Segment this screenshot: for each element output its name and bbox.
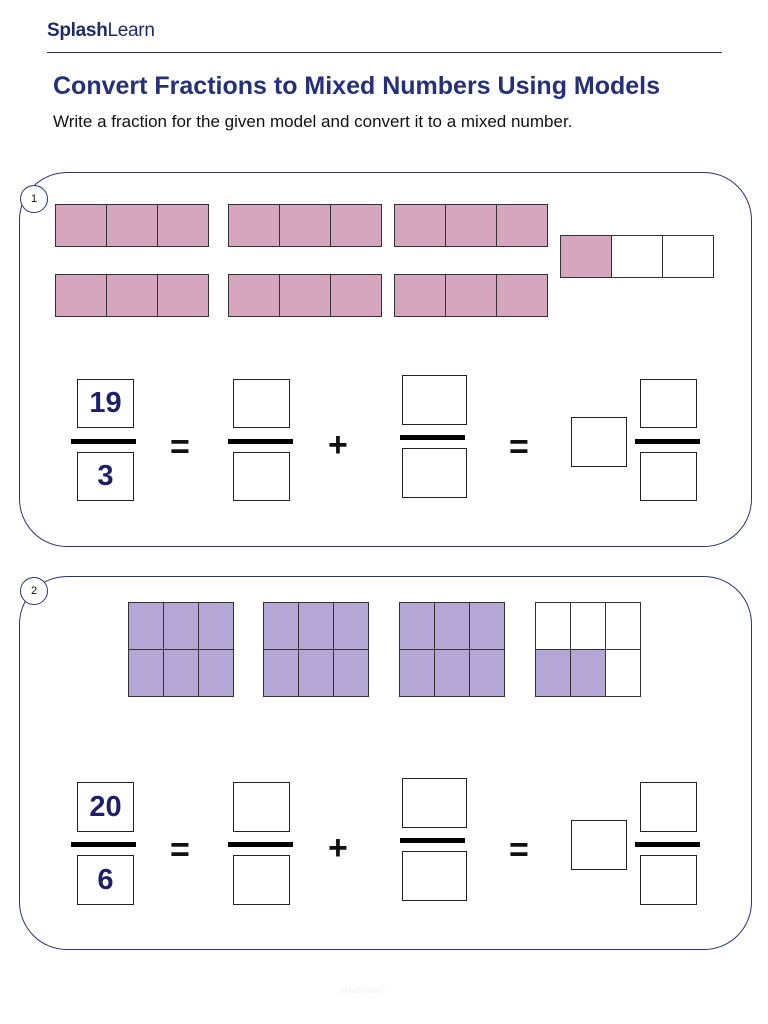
problem-2-mixed-denominator-box[interactable]: [640, 855, 697, 905]
problem-2-answer-box-denominator[interactable]: [233, 855, 290, 905]
problem-2-equals-sign: =: [170, 831, 190, 869]
shaded-sixth: [198, 649, 234, 697]
shaded-sixth: [434, 649, 470, 697]
shaded-sixth: [469, 649, 505, 697]
problem-1-fraction-bar: [71, 439, 136, 444]
shaded-third: [445, 204, 497, 247]
problem-2-answer-box-denominator-2[interactable]: [402, 851, 467, 901]
problem-1-plus-sign: +: [328, 426, 348, 464]
shaded-sixth: [263, 602, 299, 650]
unshaded-sixth: [605, 649, 641, 697]
shaded-third: [106, 274, 158, 317]
shaded-sixth: [163, 602, 199, 650]
shaded-sixth: [399, 649, 435, 697]
shaded-sixth: [163, 649, 199, 697]
problem-1-mixed-numerator-box[interactable]: [640, 379, 697, 428]
unshaded-sixth: [535, 602, 571, 650]
shaded-sixth: [469, 602, 505, 650]
shaded-third: [157, 274, 209, 317]
shaded-third: [228, 204, 280, 247]
problem-2-mixed-fraction-bar: [635, 842, 700, 847]
problem-2-answer-box-numerator-2[interactable]: [402, 778, 467, 828]
shaded-third: [560, 235, 612, 278]
shaded-sixth: [535, 649, 571, 697]
unshaded-sixth: [570, 602, 606, 650]
shaded-sixth: [128, 602, 164, 650]
problem-2-equals-sign-2: =: [509, 831, 529, 869]
shaded-third: [279, 204, 331, 247]
unshaded-third: [611, 235, 663, 278]
problem-2-number-badge: 2: [20, 577, 48, 605]
shaded-third: [55, 204, 107, 247]
unshaded-third: [662, 235, 714, 278]
problem-1-mixed-fraction-bar: [635, 439, 700, 444]
problem-1-answer-fraction-bar-2: [400, 435, 465, 440]
shaded-third: [106, 204, 158, 247]
shaded-sixth: [570, 649, 606, 697]
problem-2-mixed-numerator-box[interactable]: [640, 782, 697, 832]
shaded-sixth: [434, 602, 470, 650]
problem-2-given-denominator: 6: [77, 855, 134, 905]
shaded-third: [496, 204, 548, 247]
problem-2-fraction-bar: [71, 842, 136, 847]
problem-2-given-numerator: 20: [77, 782, 134, 832]
shaded-third: [445, 274, 497, 317]
problem-1-answer-box-denominator-2[interactable]: [402, 448, 467, 498]
problem-1-answer-box-numerator[interactable]: [233, 379, 290, 428]
problem-1-panel: [19, 172, 752, 547]
problem-2-answer-box-numerator[interactable]: [233, 782, 290, 832]
shaded-third: [157, 204, 209, 247]
problem-1-answer-box-denominator[interactable]: [233, 452, 290, 501]
problem-1-whole-number-box[interactable]: [571, 417, 627, 467]
header-divider: [47, 52, 722, 53]
shaded-sixth: [298, 602, 334, 650]
shaded-third: [330, 274, 382, 317]
page-title: Convert Fractions to Mixed Numbers Using…: [53, 72, 661, 100]
shaded-sixth: [198, 602, 234, 650]
shaded-third: [228, 274, 280, 317]
shaded-third: [496, 274, 548, 317]
problem-2-answer-fraction-bar-2: [400, 838, 465, 843]
problem-2-panel: [19, 576, 752, 950]
problem-2-whole-number-box[interactable]: [571, 820, 627, 870]
splashlearn-logo: SplashLearn: [47, 20, 155, 41]
shaded-sixth: [128, 649, 164, 697]
problem-2-answer-fraction-bar: [228, 842, 293, 847]
problem-1-number-badge: 1: [20, 185, 48, 213]
problem-1-given-numerator: 19: [77, 379, 134, 428]
shaded-sixth: [399, 602, 435, 650]
instructions: Write a fraction for the given model and…: [53, 112, 573, 131]
shaded-sixth: [333, 649, 369, 697]
problem-1-answer-fraction-bar: [228, 439, 293, 444]
shaded-third: [279, 274, 331, 317]
shaded-sixth: [263, 649, 299, 697]
shaded-sixth: [333, 602, 369, 650]
problem-2-plus-sign: +: [328, 829, 348, 867]
shaded-third: [330, 204, 382, 247]
problem-1-answer-box-numerator-2[interactable]: [402, 375, 467, 425]
problem-1-equals-sign-2: =: [509, 428, 529, 466]
unshaded-sixth: [605, 602, 641, 650]
shaded-third: [394, 274, 446, 317]
problem-1-given-denominator: 3: [77, 452, 134, 501]
shaded-third: [394, 204, 446, 247]
shaded-third: [55, 274, 107, 317]
problem-1-mixed-denominator-box[interactable]: [640, 452, 697, 501]
problem-1-equals-sign: =: [170, 428, 190, 466]
shaded-sixth: [298, 649, 334, 697]
footer-watermark: splashlearn: [340, 985, 387, 995]
